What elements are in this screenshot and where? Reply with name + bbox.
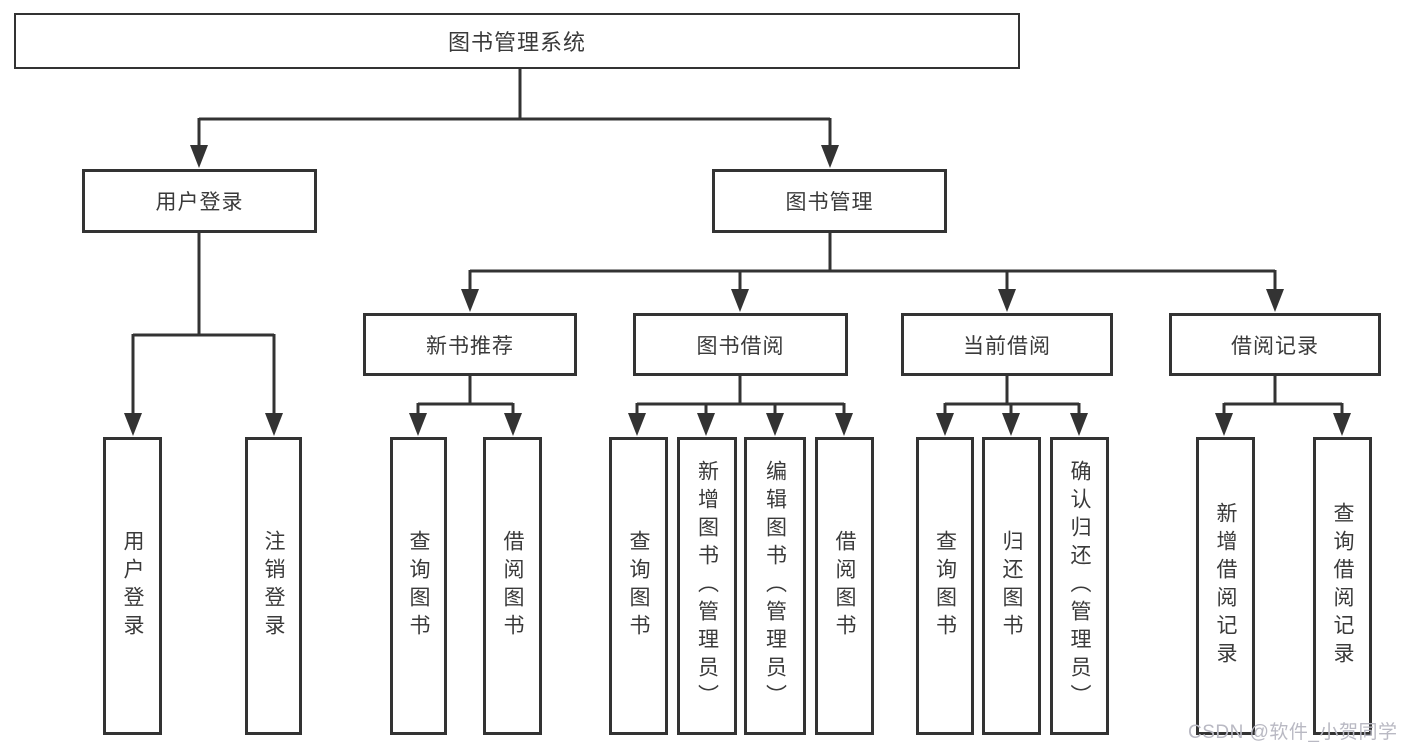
leaf-user-login: 用户登录 [103,437,162,735]
leaf-query-borrow-record: 查询借阅记录 [1313,437,1372,735]
node-library-management-system: 图书管理系统 [14,13,1020,69]
node-book-borrowing: 图书借阅 [633,313,848,376]
node-borrowing-records: 借阅记录 [1169,313,1381,376]
leaf-edit-books-admin: 编辑图书（管理员） [744,437,806,735]
leaf-add-borrow-record: 新增借阅记录 [1196,437,1255,735]
leaf-borrow-books: 借阅图书 [815,437,874,735]
leaf-confirm-return-admin: 确认归还（管理员） [1050,437,1109,735]
leaf-query-books-current: 查询图书 [916,437,974,735]
csdn-watermark: CSDN @软件_小贺同学 [1188,722,1398,743]
arrowhead-icons [124,145,1351,436]
leaf-borrow-books-recommend: 借阅图书 [483,437,542,735]
node-user-login: 用户登录 [82,169,317,233]
node-current-borrowing: 当前借阅 [901,313,1113,376]
leaf-query-books-borrow: 查询图书 [609,437,668,735]
leaf-return-books: 归还图书 [982,437,1041,735]
leaf-query-books-recommend: 查询图书 [390,437,447,735]
node-book-management: 图书管理 [712,169,947,233]
node-new-book-recommendation: 新书推荐 [363,313,577,376]
leaf-add-books-admin: 新增图书（管理员） [677,437,737,735]
leaf-logout: 注销登录 [245,437,302,735]
